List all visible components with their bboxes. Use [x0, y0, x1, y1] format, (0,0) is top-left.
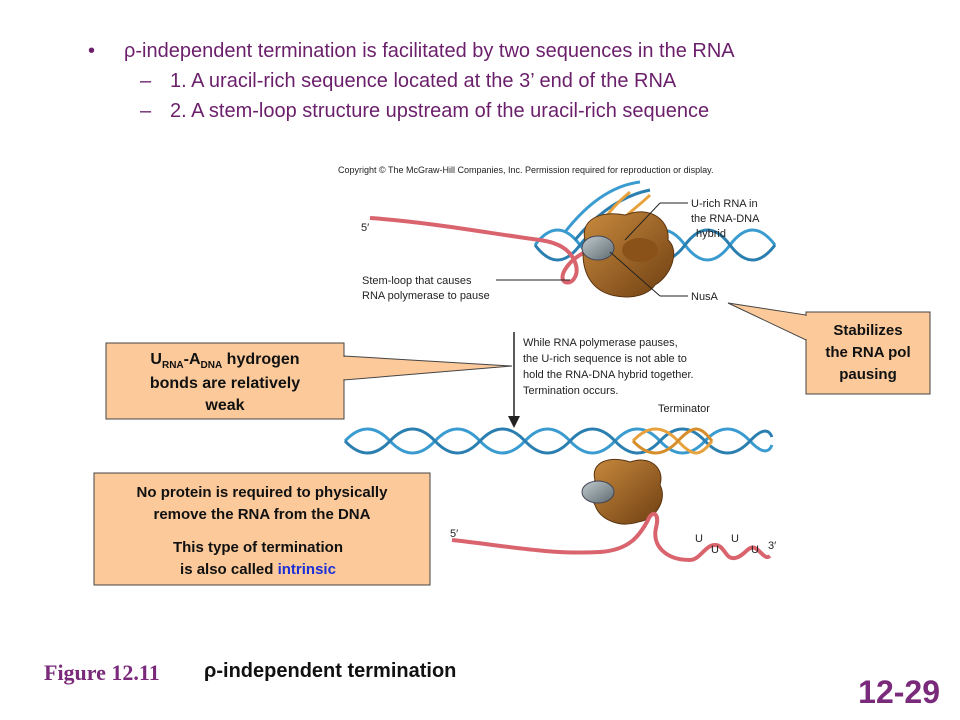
dash-marker: – — [140, 100, 152, 122]
stabilizes-line2: the RNA pol — [825, 344, 910, 361]
u-letter: U — [731, 533, 739, 545]
copyright-text: Copyright © The McGraw-Hill Companies, I… — [338, 165, 713, 175]
hbond-line2: bonds are relatively — [150, 375, 300, 392]
stemloop-label-line2: RNA polymerase to pause — [362, 290, 490, 302]
figure-title: ρ-independent termination — [204, 660, 457, 682]
hbond-u: U — [150, 351, 162, 368]
pause-text-line3: hold the RNA-DNA hybrid together. — [523, 369, 694, 381]
nusa-protein-top — [581, 235, 615, 261]
callout-hydrogen-bonds: URNA-ADNA hydrogen bonds are relatively … — [105, 342, 513, 420]
pause-text-line1: While RNA polymerase pauses, — [523, 337, 678, 349]
bullet-list: • ρ-independent termination is facilitate… — [88, 36, 888, 126]
callout-no-protein: No protein is required to physically rem… — [93, 472, 431, 586]
urich-label-line1: U-rich RNA in — [691, 198, 758, 210]
bullet-marker: • — [88, 40, 96, 62]
rna-transcript-released — [451, 511, 772, 563]
noprotein-line1: No protein is required to physically — [137, 484, 389, 501]
hbond-sub-dna: DNA — [201, 360, 223, 371]
bullet-sub-1: –1. A uracil-rich sequence located at th… — [88, 66, 888, 96]
intrinsic-word: intrinsic — [278, 561, 336, 578]
bullet-sub-1-text: 1. A uracil-rich sequence located at the… — [170, 70, 677, 92]
intrinsic-line2: is also called intrinsic — [180, 561, 336, 578]
urich-label-line3: hybrid — [696, 228, 726, 240]
stabilizes-line3: pausing — [839, 366, 897, 383]
hbond-rest: hydrogen — [222, 351, 299, 368]
hbond-line1: URNA-ADNA hydrogen — [150, 351, 299, 371]
hbond-a: -A — [184, 351, 201, 368]
noprotein-line2: remove the RNA from the DNA — [154, 506, 371, 523]
five-prime-label-bottom: 5′ — [450, 528, 458, 540]
rna-transcript-top — [369, 216, 616, 285]
intrinsic-line1: This type of termination — [173, 539, 343, 556]
callout-stabilizes: Stabilizes the RNA pol pausing — [727, 302, 931, 395]
u-letter: U — [695, 533, 703, 545]
bullet-main: • ρ-independent termination is facilitate… — [88, 36, 888, 66]
stabilizes-line1: Stabilizes — [833, 322, 902, 339]
nusa-label: NusA — [691, 291, 719, 303]
urich-label-line2: the RNA-DNA — [691, 213, 760, 225]
dash-marker: – — [140, 70, 152, 92]
five-prime-label-top: 5′ — [361, 222, 369, 234]
bullet-sub-2: –2. A stem-loop structure upstream of th… — [88, 96, 888, 126]
figure-label: Figure 12.11 — [44, 660, 160, 685]
terminator-label: Terminator — [658, 403, 710, 415]
u-letter: U — [751, 544, 759, 556]
hbond-sub-rna: RNA — [162, 360, 184, 371]
pause-text-line2: the U-rich sequence is not able to — [523, 353, 687, 365]
three-prime-label: 3′ — [768, 540, 776, 552]
dna-helix-bottom — [343, 427, 774, 455]
slide-number: 12-29 — [858, 674, 940, 710]
u-letter: U — [711, 544, 719, 556]
nusa-protein-bottom — [581, 480, 615, 504]
rna-polymerase-top — [582, 211, 675, 298]
bullet-sub-2-text: 2. A stem-loop structure upstream of the… — [170, 100, 710, 122]
intrinsic-prefix: is also called — [180, 561, 278, 578]
pause-text-line4: Termination occurs. — [523, 385, 618, 397]
stemloop-label-line1: Stem-loop that causes — [362, 275, 472, 287]
bullet-main-text: ρ-independent termination is facilitated… — [124, 40, 735, 62]
hbond-line3: weak — [204, 397, 244, 414]
